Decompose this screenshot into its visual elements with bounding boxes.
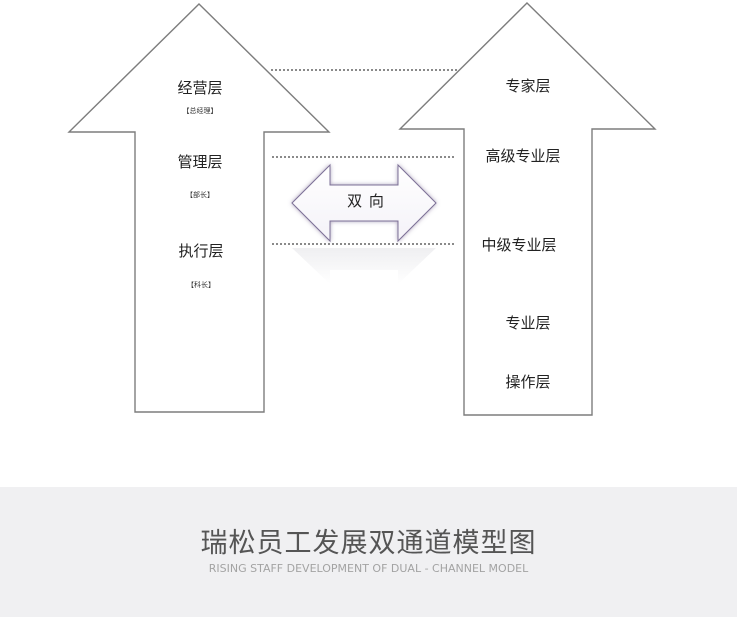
left-level-sublabel: 【科长】 xyxy=(187,280,215,289)
left-career-arrow xyxy=(67,3,331,413)
double-arrow-label: 双 向 xyxy=(347,192,385,210)
left-level-label: 执行层 xyxy=(178,242,223,260)
right-level-label: 专家层 xyxy=(505,77,550,95)
left-level-label: 经营层 xyxy=(177,79,222,97)
right-level-label: 专业层 xyxy=(505,314,550,332)
footer-subtitle: RISING STAFF DEVELOPMENT OF DUAL - CHANN… xyxy=(208,562,529,575)
footer-title: 瑞松员工发展双通道模型图 xyxy=(200,528,537,559)
left-level-label: 管理层 xyxy=(177,153,222,171)
footer-band: 瑞松员工发展双通道模型图 RISING STAFF DEVELOPMENT OF… xyxy=(0,487,737,617)
right-level-label: 中级专业层 xyxy=(481,236,556,254)
dual-channel-diagram: 双 向 经营层 【总经理】 管理层 【部长】 执行层 【科长】 专家层 高级专业… xyxy=(67,2,657,416)
double-arrow-reflection xyxy=(292,248,436,284)
left-level-sublabel: 【总经理】 xyxy=(183,106,218,115)
left-level-sublabel: 【部长】 xyxy=(186,190,214,199)
right-career-arrow xyxy=(398,2,657,416)
right-level-label: 高级专业层 xyxy=(485,147,560,165)
double-arrow-icon xyxy=(291,163,437,243)
right-level-label: 操作层 xyxy=(505,373,550,391)
